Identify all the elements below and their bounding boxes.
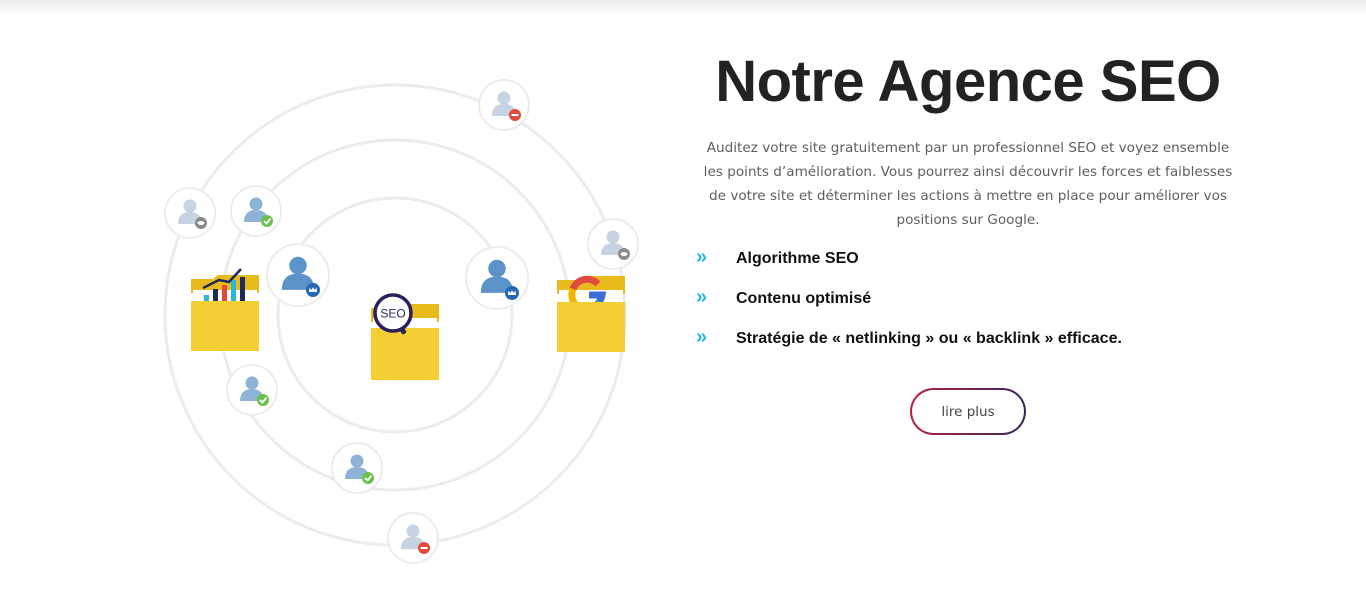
list-item: » Algorithme SEO [690, 246, 1246, 288]
user-watch-icon [587, 218, 639, 270]
double-chevron-right-icon: » [696, 326, 708, 348]
seo-illustration: SEO [150, 70, 650, 580]
feature-list: » Algorithme SEO » Contenu optimisé » St… [690, 246, 1246, 368]
user-verified-icon [331, 442, 383, 494]
feature-label: Stratégie de « netlinking » ou « backlin… [736, 330, 1122, 347]
header-shadow [0, 0, 1366, 16]
double-chevron-right-icon: » [696, 286, 708, 308]
feature-label: Algorithme SEO [736, 250, 859, 267]
user-watch-icon [164, 187, 216, 239]
inner-orbit-ring [276, 196, 514, 434]
google-folder-icon [557, 275, 625, 352]
user-premium-icon [465, 246, 529, 310]
user-premium-icon [266, 243, 330, 307]
user-blocked-icon [478, 79, 530, 131]
feature-label: Contenu optimisé [736, 290, 872, 307]
user-verified-icon [230, 185, 282, 237]
user-blocked-icon [387, 512, 439, 564]
seo-magnifier-icon: SEO [373, 293, 413, 335]
seo-agency-section: Notre Agence SEO Auditez votre site grat… [690, 40, 1246, 368]
double-chevron-right-icon: » [696, 246, 708, 268]
read-more-label: lire plus [941, 403, 995, 420]
analytics-folder-icon [191, 268, 259, 351]
intro-paragraph: Auditez votre site gratuitement par un p… [703, 140, 1233, 228]
list-item: » Contenu optimisé [690, 286, 1246, 328]
user-verified-icon [226, 364, 278, 416]
seo-badge-text: SEO [380, 307, 405, 321]
read-more-button[interactable]: lire plus [910, 388, 1026, 435]
page-title: Notre Agence SEO [715, 49, 1221, 114]
list-item: » Stratégie de « netlinking » ou « backl… [690, 326, 1246, 368]
